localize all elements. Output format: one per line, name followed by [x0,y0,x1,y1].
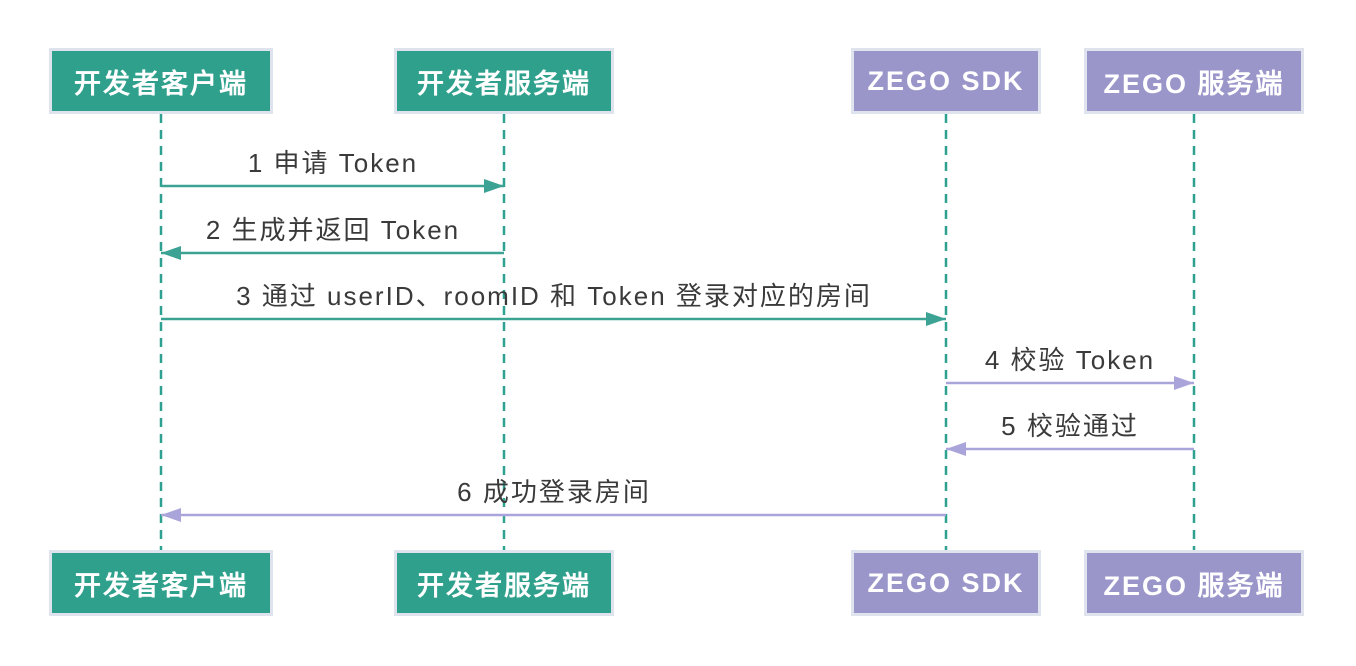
actor-box-zego-sdk-top: ZEGO SDK [851,48,1041,114]
actor-box-zego-server-bottom: ZEGO 服务端 [1084,550,1304,616]
message-5-label: 5 校验通过 [1001,411,1139,441]
message-4-label: 4 校验 Token [984,345,1156,375]
actor-box-zego-sdk-bottom: ZEGO SDK [851,550,1041,616]
message-1-label: 1 申请 Token [247,148,419,178]
actor-box-dev-server-bottom: 开发者服务端 [394,550,614,616]
actor-box-zego-server-top: ZEGO 服务端 [1084,48,1304,114]
message-3-label: 3 通过 userID、roomID 和 Token 登录对应的房间 [236,281,872,311]
actor-box-dev-server-top: 开发者服务端 [394,48,614,114]
actor-box-dev-client-bottom: 开发者客户端 [49,550,273,616]
actor-box-dev-client-top: 开发者客户端 [49,48,273,114]
message-2-label: 2 生成并返回 Token [205,215,461,245]
message-6-label: 6 成功登录房间 [457,477,651,507]
